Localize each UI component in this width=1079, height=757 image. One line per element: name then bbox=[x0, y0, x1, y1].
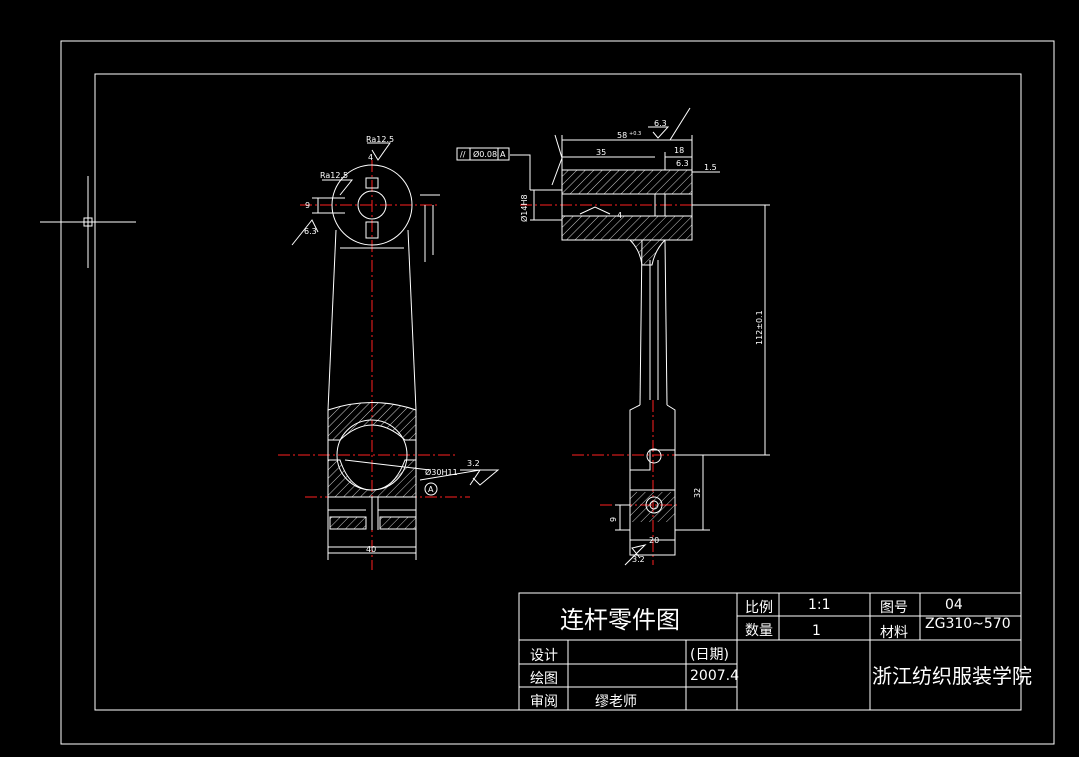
front-left-roughness: Ra12.5 bbox=[320, 171, 348, 180]
tolerance-symbol: // bbox=[460, 150, 466, 159]
title-block-lines bbox=[518, 592, 1022, 711]
crosshair-cursor bbox=[40, 176, 136, 268]
front-datum: A bbox=[428, 485, 434, 494]
side-dim-18: 18 bbox=[674, 146, 684, 155]
side-dim-35: 35 bbox=[596, 148, 606, 157]
front-hole-dim: Ø30H11 bbox=[425, 467, 458, 477]
front-width-dim: 40 bbox=[366, 545, 376, 554]
drawing-title: 连杆零件图 bbox=[560, 606, 680, 634]
scale-label: 比例 bbox=[745, 600, 773, 616]
side-rough-bottom: 3.2 bbox=[632, 555, 645, 564]
front-view-labels: Ra12.5 Ra12.5 4 9 6.3 Ø30H11 3.2 A 40 bbox=[304, 135, 480, 554]
side-view-labels: 6.3 58 +0.3 35 18 6.3 1.5 // Ø0.08 A Ø14… bbox=[460, 119, 764, 564]
big-end-hatch bbox=[327, 402, 417, 441]
quantity-value: 1 bbox=[812, 623, 821, 639]
drawn-label: 绘图 bbox=[530, 671, 558, 687]
front-rough-left: 6.3 bbox=[304, 227, 317, 236]
big-hole bbox=[336, 419, 408, 491]
front-dim-left: 9 bbox=[305, 201, 310, 210]
material-label: 材料 bbox=[880, 625, 908, 641]
tolerance-datum: A bbox=[500, 150, 506, 159]
side-dim-20: 20 bbox=[649, 536, 659, 545]
design-label: 设计 bbox=[530, 648, 558, 664]
outer-frame bbox=[60, 40, 1055, 745]
front-dim-top: 4 bbox=[368, 153, 373, 162]
date-label: (日期) bbox=[690, 647, 729, 663]
side-dim-32: 32 bbox=[693, 488, 702, 498]
top-hole bbox=[357, 190, 387, 220]
review-label: 审阅 bbox=[530, 694, 558, 710]
scale-value: 1:1 bbox=[808, 597, 831, 613]
side-center-lines bbox=[520, 204, 730, 565]
side-tol-58: +0.3 bbox=[629, 131, 641, 137]
date-value: 2007.4 bbox=[690, 668, 739, 684]
side-dim-58: 58 bbox=[617, 131, 627, 140]
drawing-no-value: 04 bbox=[945, 597, 963, 613]
school-name: 浙江纺织服装学院 bbox=[872, 664, 1032, 688]
side-rough-top: 6.3 bbox=[654, 119, 667, 128]
quantity-label: 数量 bbox=[745, 623, 773, 639]
reviewer-name: 缪老师 bbox=[595, 694, 637, 710]
drawing-no-label: 图号 bbox=[880, 600, 908, 616]
side-center-dist: 112±0.1 bbox=[755, 310, 764, 345]
side-view bbox=[456, 107, 770, 566]
top-boss bbox=[331, 164, 413, 246]
side-dim-15: 1.5 bbox=[704, 163, 717, 172]
side-bore-dim: Ø14H8 bbox=[519, 194, 529, 222]
front-rough-right: 3.2 bbox=[467, 459, 480, 468]
tolerance-value: Ø0.08 bbox=[473, 149, 497, 159]
side-rough-63: 6.3 bbox=[676, 159, 689, 168]
side-dim-4: 4 bbox=[617, 211, 622, 220]
front-view bbox=[278, 142, 500, 570]
side-dim-9: 9 bbox=[609, 517, 618, 522]
material-value: ZG310~570 bbox=[925, 616, 1011, 632]
front-top-roughness: Ra12.5 bbox=[366, 135, 394, 144]
